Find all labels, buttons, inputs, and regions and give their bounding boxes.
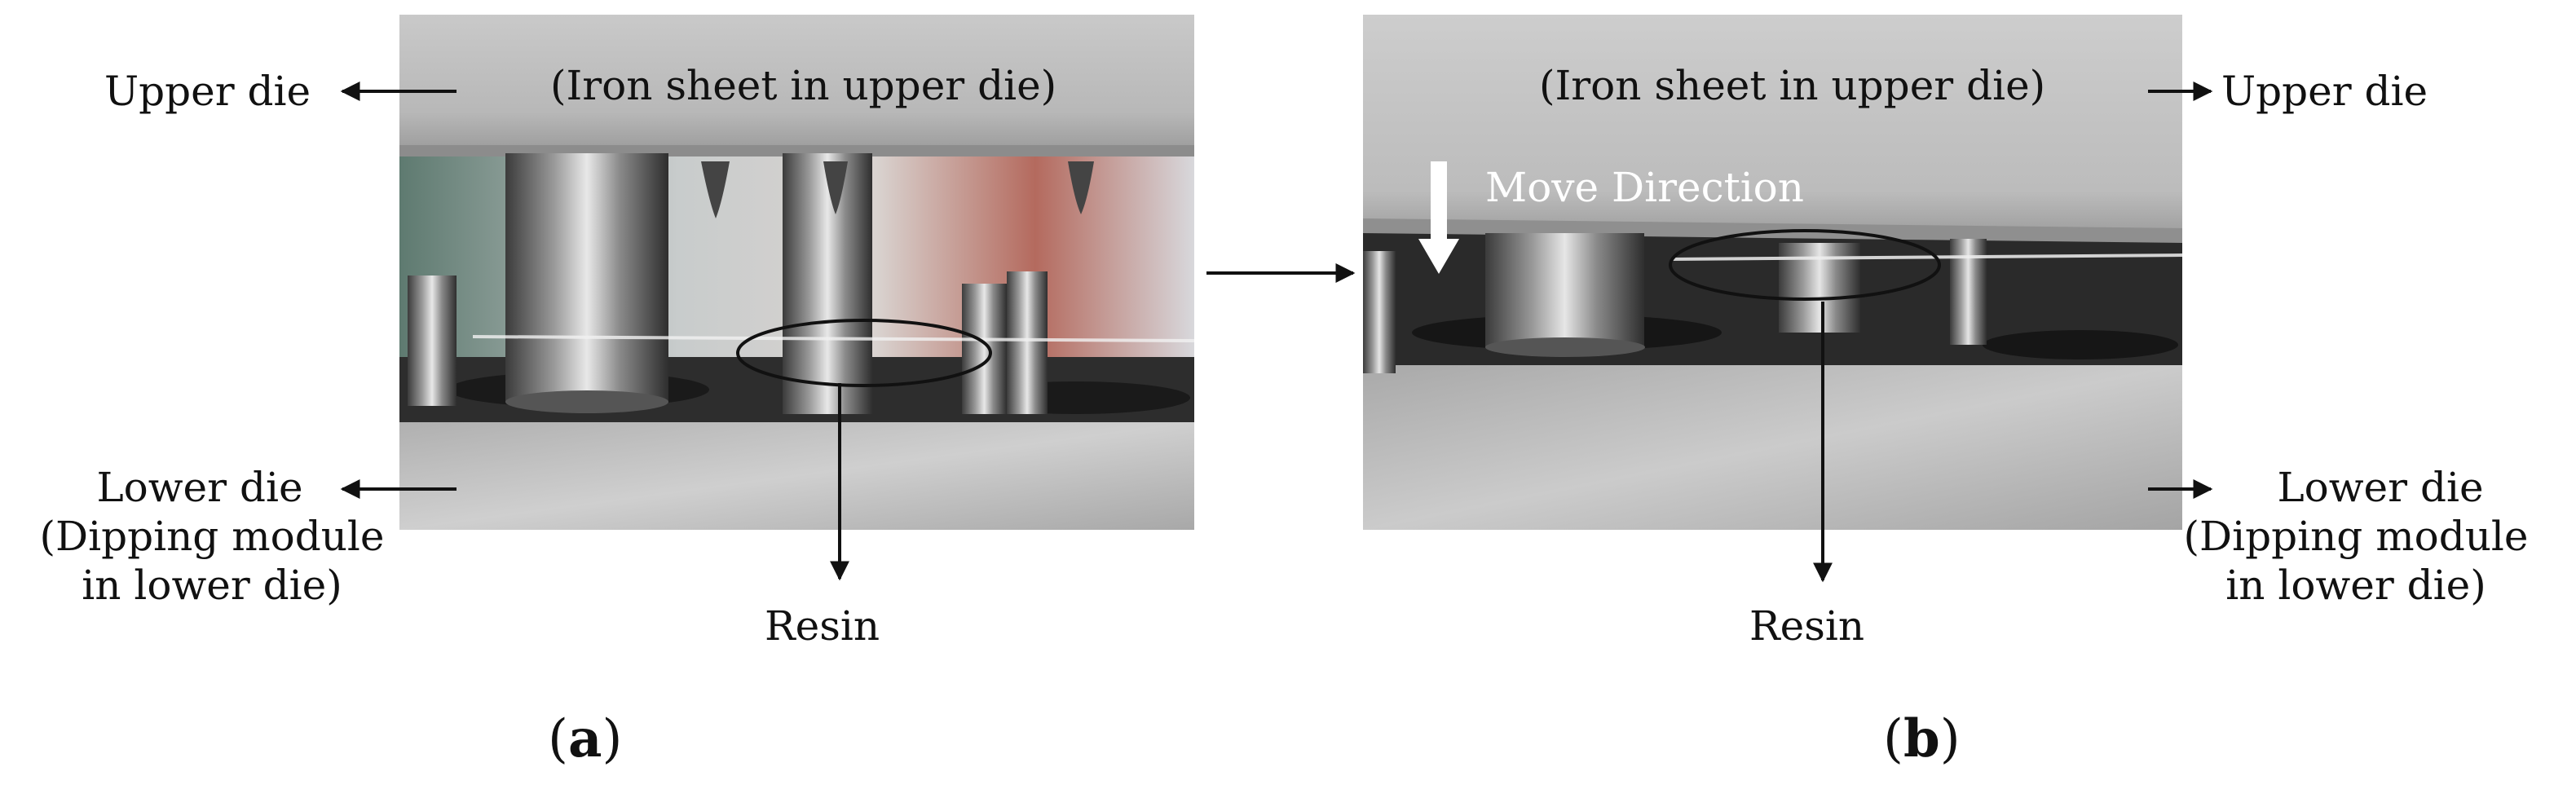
panel-a-lower-die-label: Lower die (Dipping module in lower die) (0, 463, 424, 610)
panel-a-photo-caption: (Iron sheet in upper die) (550, 62, 1057, 109)
panel-a-resin-label: Resin (765, 602, 880, 650)
panel-a-tag-close: ) (602, 709, 623, 769)
panel-a-tag: (a) (548, 708, 623, 769)
panel-b-upper-die-label: Upper die (2221, 68, 2428, 115)
panel-b-lower-line-2: (Dipping module (2183, 513, 2529, 560)
panel-a-upper-die-label: Upper die (104, 68, 311, 115)
panel-b-tag-letter: b (1903, 708, 1940, 769)
panel-b-tag-close: ) (1939, 709, 1961, 769)
panel-b-move-direction-label: Move Direction (1485, 164, 1804, 211)
panel-a-tag-open: ( (548, 709, 568, 769)
panel-a-lower-line-3: in lower die) (82, 562, 342, 609)
panel-b-lower-line-1: Lower die (2277, 464, 2484, 511)
panel-b-lower-die-label: Lower die (Dipping module in lower die) (2136, 463, 2576, 610)
photo-panel-a-art (399, 15, 1194, 530)
panel-b-photo-caption: (Iron sheet in upper die) (1539, 62, 2046, 109)
photo-panel-b-art (1363, 15, 2182, 530)
panel-a-lower-line-1: Lower die (96, 464, 303, 511)
panel-b-tag: (b) (1883, 708, 1961, 769)
photo-panel-b (1363, 15, 2182, 530)
panel-a-tag-letter: a (567, 708, 602, 769)
panel-a-lower-line-2: (Dipping module (39, 513, 385, 560)
panel-b-lower-line-3: in lower die) (2225, 562, 2486, 609)
panel-b-tag-open: ( (1883, 709, 1903, 769)
photo-panel-a (399, 15, 1194, 530)
panel-b-resin-label: Resin (1749, 602, 1865, 650)
